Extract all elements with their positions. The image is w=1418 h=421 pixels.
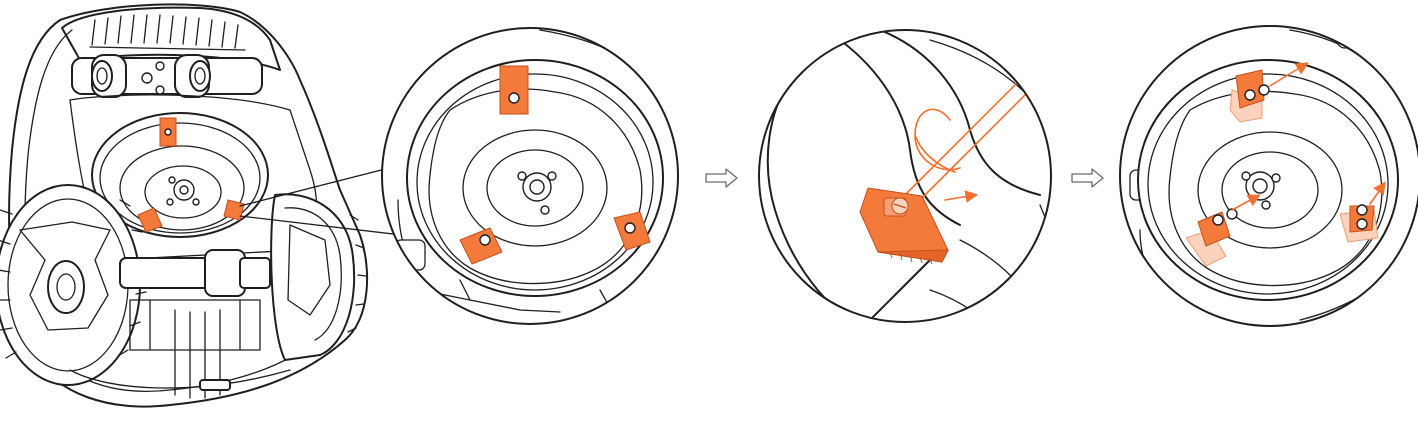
blade-right-small	[223, 199, 245, 221]
replace-circle-frame	[1119, 25, 1418, 327]
front-roller-axle	[71, 54, 263, 98]
robot-underside-overview	[0, 3, 411, 408]
closeup-circle-frame	[381, 27, 679, 325]
blade-top	[499, 65, 529, 115]
blade-left-small	[137, 207, 163, 233]
robot-body-outline	[8, 3, 369, 408]
rear-latch	[199, 379, 231, 391]
screw-circle-frame	[758, 29, 1052, 323]
blade-left	[459, 227, 503, 265]
rear-axle	[119, 249, 271, 399]
blade-disc-small	[91, 112, 269, 238]
screw-removal	[758, 29, 1052, 323]
right-drive-wheel	[270, 193, 367, 361]
blade-disc-closeup	[381, 27, 679, 325]
rear-bumper	[69, 369, 291, 389]
vent-grille	[89, 14, 246, 51]
old-blade-top	[1235, 69, 1265, 109]
flow-arrow-icon	[705, 168, 738, 188]
zoom-line-top	[239, 163, 406, 207]
zoom-line-bottom	[239, 215, 411, 237]
flow-arrow-icon	[1071, 168, 1104, 188]
blade-screw	[883, 197, 909, 217]
direction-arrow-icon	[1231, 62, 1386, 211]
left-drive-wheel	[0, 184, 147, 386]
vent-housing	[61, 6, 281, 71]
blade-replacement	[1119, 25, 1418, 327]
